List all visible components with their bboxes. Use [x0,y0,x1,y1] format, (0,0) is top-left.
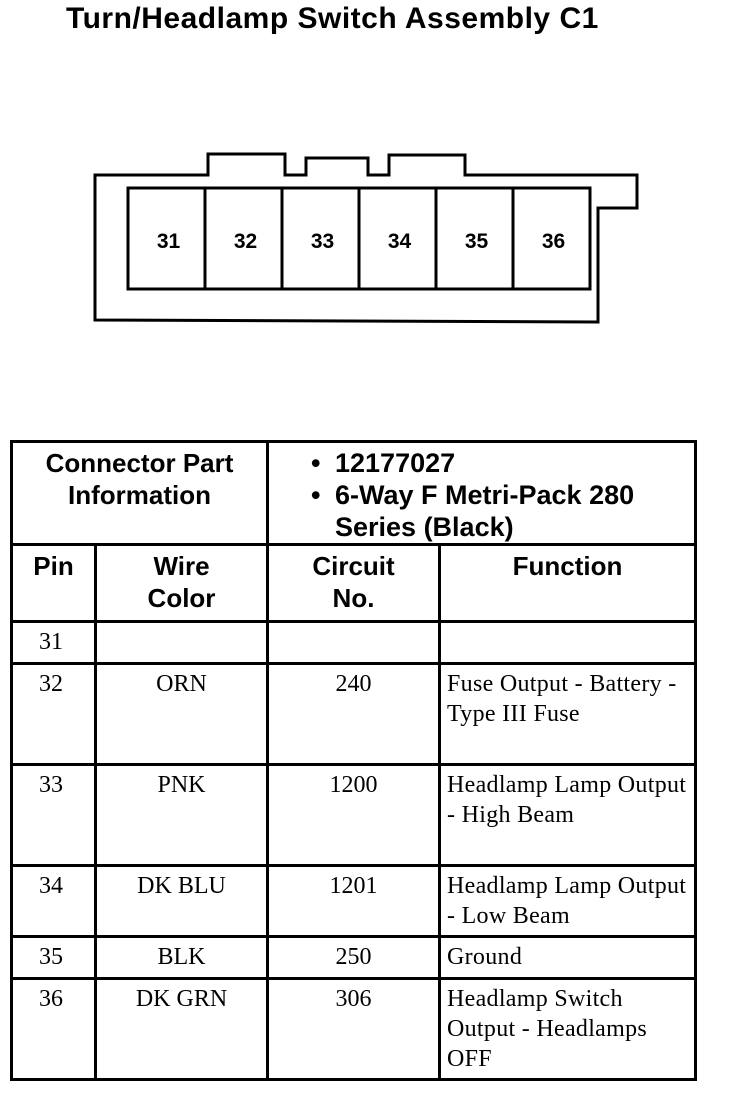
circuit-cell: 250 [266,935,441,980]
bullet-icon: • [311,448,321,478]
table-row: 34 DK BLU 1201 Headlamp Lamp Output - Lo… [10,864,697,938]
part-description-item: • 6-Way F Metri-Pack 280 [309,479,694,511]
wire-color-cell: DK BLU [94,864,269,938]
table-row: 31 [10,620,697,665]
part-number-item: • 12177027 [309,447,694,479]
col-header-function-text: Function [512,551,623,581]
connector-face-diagram: 31 32 33 34 35 36 [93,152,639,324]
col-header-pin: Pin [10,543,97,623]
wire-color-cell: DK GRN [94,977,269,1081]
connector-pin-label: 32 [234,230,257,253]
col-header-pin-text: Pin [33,551,74,581]
part-description-line2: Series (Black) [335,512,514,542]
connector-pin-label: 35 [465,230,489,253]
part-number: 12177027 [335,448,456,478]
col-header-circuit: Circuit No. [266,543,441,623]
part-info-row: Connector Part Information • 12177027 • … [10,440,697,546]
function-cell: Fuse Output - Battery - Type III Fuse [438,662,697,766]
function-cell: Ground [438,935,697,980]
bullet-icon: • [311,480,321,510]
connector-pin-label: 36 [542,230,565,253]
connector-pin-label: 33 [311,230,334,253]
col-header-function: Function [438,543,697,623]
circuit-cell: 306 [266,977,441,1081]
pin-cell: 33 [10,763,97,867]
connector-outline [93,152,639,324]
pin-cell: 32 [10,662,97,766]
wire-color-cell [94,620,269,665]
part-description-item-cont: Series (Black) [309,511,694,543]
part-description-line1: 6-Way F Metri-Pack 280 [335,480,635,510]
column-header-row: Pin Wire Color Circuit No. Function [10,543,697,623]
wire-color-cell: ORN [94,662,269,766]
part-info-values: • 12177027 • 6-Way F Metri-Pack 280 Seri… [266,440,697,546]
circuit-cell [266,620,441,665]
circuit-cell: 1200 [266,763,441,867]
table-row: 32 ORN 240 Fuse Output - Battery - Type … [10,662,697,766]
part-info-label-line1: Connector Part [45,448,234,478]
col-header-wire: Wire Color [94,543,269,623]
col-header-circuit-line1: Circuit [312,551,395,581]
circuit-cell: 240 [266,662,441,766]
pin-cell: 35 [10,935,97,980]
table-row: 35 BLK 250 Ground [10,935,697,980]
table-row: 33 PNK 1200 Headlamp Lamp Output - High … [10,763,697,867]
table-row: 36 DK GRN 306 Headlamp Switch Output - H… [10,977,697,1081]
pin-cell: 31 [10,620,97,665]
col-header-wire-line1: Wire [153,551,210,581]
connector-pin-table: Connector Part Information • 12177027 • … [10,440,697,1081]
col-header-circuit-line2: No. [332,583,375,613]
col-header-wire-line2: Color [147,583,216,613]
pin-cell: 34 [10,864,97,938]
connector-pin-label: 34 [388,230,412,253]
function-cell: Headlamp Switch Output - Headlamps OFF [438,977,697,1081]
function-cell: Headlamp Lamp Output - Low Beam [438,864,697,938]
pin-cell: 36 [10,977,97,1081]
part-info-label: Connector Part Information [10,440,269,546]
connector-pin-label: 31 [157,230,181,253]
wire-color-cell: BLK [94,935,269,980]
circuit-cell: 1201 [266,864,441,938]
part-info-label-line2: Information [68,480,211,510]
function-cell [438,620,697,665]
page-title: Turn/Headlamp Switch Assembly C1 [66,2,599,35]
wire-color-cell: PNK [94,763,269,867]
function-cell: Headlamp Lamp Output - High Beam [438,763,697,867]
